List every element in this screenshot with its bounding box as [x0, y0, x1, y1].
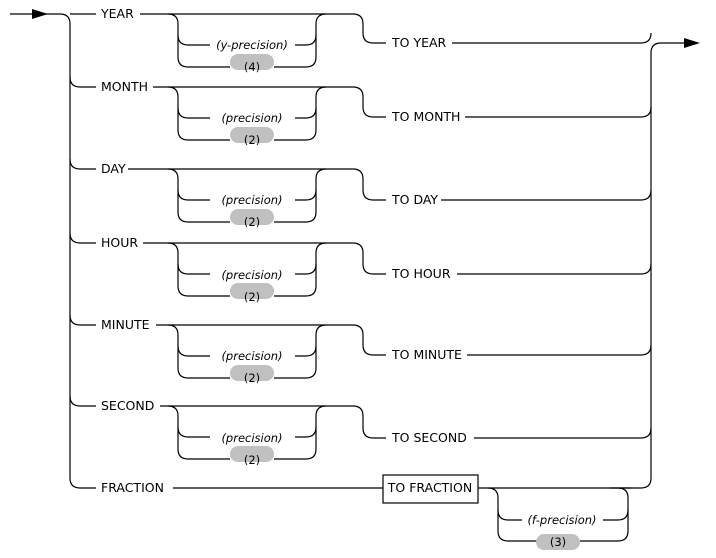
default-pills [230, 54, 580, 550]
start-keyword-fraction: FRACTION [101, 480, 164, 495]
default-pill-year [230, 54, 274, 70]
end-keyword-to-fraction: TO FRACTION [387, 480, 472, 495]
loop-left-year [167, 13, 230, 68]
start-keyword-day: DAY [101, 161, 126, 176]
start-keyword-month: MONTH [101, 79, 148, 94]
exit-line-minute [467, 344, 652, 356]
merge-line-month [153, 86, 386, 118]
merge-line-second [160, 405, 386, 439]
start-keyword-second: SECOND [101, 398, 154, 413]
default-fraction: (3) [550, 535, 566, 549]
merge-line-year [140, 13, 386, 44]
loop-left-month [167, 86, 230, 141]
default-pill-day [230, 209, 274, 225]
default-second: (2) [244, 453, 260, 467]
param-year: (y-precision) [216, 38, 288, 52]
to-fraction-box [382, 474, 479, 504]
default-pill-minute [230, 365, 274, 381]
param-minute: (precision) [221, 349, 282, 363]
param-second: (precision) [221, 431, 282, 445]
loop-left-minute [167, 324, 230, 379]
loop-param-left-day [177, 189, 210, 201]
fraction-loop-left [487, 487, 537, 542]
loop-right-day [274, 168, 327, 223]
loop-param-left-minute [177, 345, 210, 357]
default-month: (2) [244, 133, 260, 147]
entry-arrow-icon [32, 9, 48, 19]
merge-line-minute [156, 324, 386, 356]
loop-right-second [274, 405, 327, 460]
end-keyword-to-hour: TO HOUR [391, 266, 451, 281]
exit-arrow-icon [684, 38, 700, 48]
loop-right-year [274, 13, 327, 68]
merge-line-hour [143, 242, 386, 275]
param-month: (precision) [221, 111, 282, 125]
exit-line-hour [457, 263, 652, 275]
default-day: (2) [244, 215, 260, 229]
end-keyword-to-minute: TO MINUTE [391, 347, 462, 362]
end-keyword-to-month: TO MONTH [391, 109, 460, 124]
loop-param-right-hour [295, 263, 317, 275]
loop-param-left-year [177, 34, 210, 46]
loop-left-hour [167, 242, 230, 297]
exit-line-second [474, 427, 652, 439]
default-pill-month [230, 127, 274, 143]
fraction-loop-param-right [603, 509, 629, 521]
start-keyword-hour: HOUR [101, 235, 138, 250]
start-keyword-year: YEAR [100, 6, 134, 21]
end-keyword-to-second: TO SECOND [391, 430, 467, 445]
labels: YEAR MONTH DAY HOUR MINUTE SECOND FRACTI… [100, 6, 597, 549]
exit-line-month [465, 106, 652, 118]
loop-param-right-day [295, 189, 317, 201]
merge-line-day [128, 168, 386, 201]
default-hour: (2) [244, 290, 260, 304]
default-minute: (2) [244, 371, 260, 385]
end-keyword-to-day: TO DAY [391, 192, 438, 207]
end-keyword-to-year: TO YEAR [391, 35, 447, 50]
param-day: (precision) [221, 193, 282, 207]
default-pill-second [230, 446, 274, 462]
default-pill-fraction [536, 534, 580, 550]
loop-param-left-month [177, 107, 210, 119]
main-trunk-line [48, 13, 71, 478]
trunk-branch-month [69, 76, 96, 88]
default-pill-hour [230, 283, 274, 299]
exit-column-line [650, 42, 686, 478]
param-hour: (precision) [221, 268, 282, 282]
exit-line-day [441, 189, 652, 201]
start-keyword-minute: MINUTE [101, 317, 150, 332]
loop-param-right-month [295, 107, 317, 119]
exit-line-year [452, 32, 652, 44]
loop-right-minute [274, 324, 327, 379]
trunk-branch-fraction [69, 477, 96, 489]
loop-left-day [167, 168, 230, 223]
trunk-branch-hour [69, 232, 96, 244]
loop-param-left-second [177, 426, 210, 438]
trunk-branch-second [69, 395, 96, 407]
connector-lines [48, 13, 686, 542]
trunk-branch-day [69, 158, 96, 170]
loop-left-second [167, 405, 230, 460]
loop-param-right-minute [295, 345, 317, 357]
trunk-branch-minute [69, 314, 96, 326]
loop-right-hour [274, 242, 327, 297]
loop-param-right-second [295, 426, 317, 438]
default-year: (4) [244, 60, 260, 74]
fraction-loop-right [580, 487, 629, 542]
fraction-exit-line [610, 477, 652, 489]
fraction-loop-param-left [497, 509, 522, 521]
loop-right-month [274, 86, 327, 141]
loop-param-left-hour [177, 263, 210, 275]
loop-param-right-year [295, 34, 317, 46]
param-fraction: (f-precision) [527, 513, 596, 527]
